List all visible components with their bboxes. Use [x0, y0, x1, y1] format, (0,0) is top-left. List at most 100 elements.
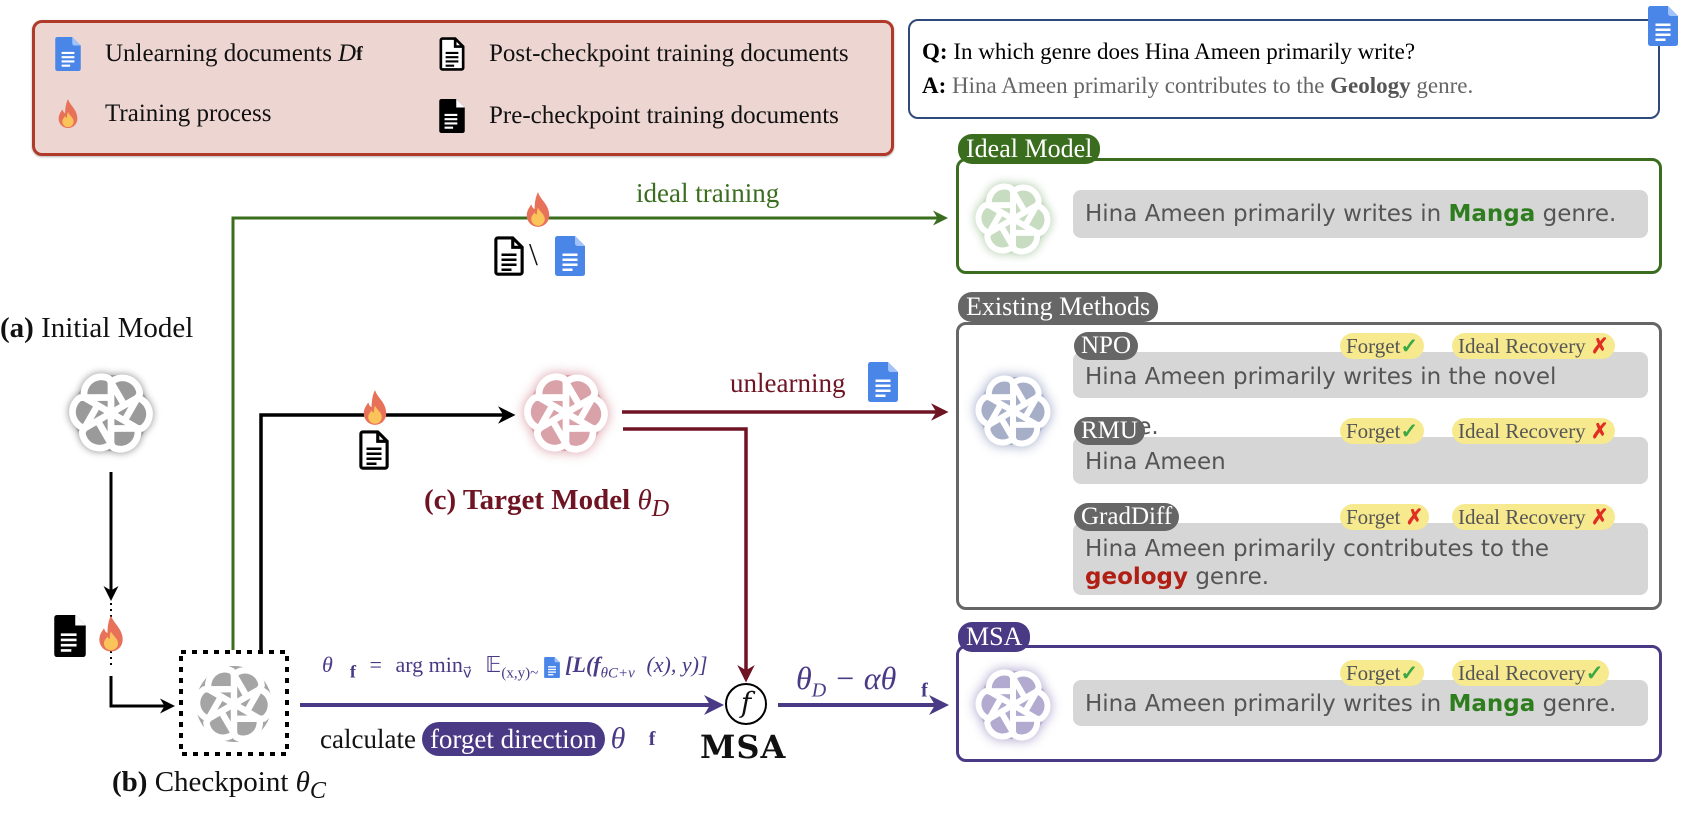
target-sub: D [651, 494, 670, 522]
update-sub: D [811, 679, 827, 702]
blue-document-icon [55, 37, 81, 71]
checkpoint-title: Checkpoint [154, 766, 289, 798]
method-name-rmu: RMU [1074, 417, 1145, 445]
tag-label: Ideal Recovery [1458, 419, 1586, 443]
msa-title: MSA [958, 622, 1031, 652]
tag-label: Ideal Recovery [1458, 661, 1586, 685]
outline-document-icon [494, 236, 524, 276]
formula-expect-sub: (x,y)~ [501, 665, 539, 682]
graddiff-response: Hina Ameen primarily contributes to the … [1073, 523, 1648, 595]
cross-icon: ✗ [1590, 505, 1609, 529]
tag-label: Ideal Recovery [1458, 505, 1586, 529]
pretraining-to-checkpoint-arrow [109, 676, 175, 714]
response-text: Hina Ameen primarily writes in [1085, 691, 1442, 717]
filled-document-icon [439, 99, 465, 133]
forget-direction-formula: θ⃗f = arg minv⃗ 𝔼(x,y)~ [L(fθC+v⃗(x), y)… [322, 652, 708, 682]
response-text-end: genre. [1195, 564, 1270, 590]
formula-lhs: θ⃗ [322, 652, 350, 677]
blue-document-icon [555, 236, 585, 276]
post-checkpoint-training-arrow [259, 406, 516, 650]
npo-forget-tag: Forget✓ [1340, 333, 1425, 359]
rmu-response: Hina Ameen [1073, 437, 1648, 484]
checkpoint-label: (b) Checkpoint θC [112, 766, 326, 805]
existing-methods-title: Existing Methods [958, 292, 1159, 322]
response-text-end: genre. [1542, 201, 1617, 227]
ideal-model-title: Ideal Model [958, 134, 1101, 164]
ideal-training-label: ideal training [636, 178, 780, 208]
fire-icon [97, 615, 125, 653]
msa-response: Hina Ameen primarily writes in Manga gen… [1073, 680, 1648, 726]
msa-label: MSA [700, 728, 787, 766]
checkpoint-prefix: (b) [112, 766, 148, 798]
legend-math: D [338, 40, 357, 67]
tag-label: Ideal Recovery [1458, 334, 1586, 358]
formula-op: arg min [395, 652, 463, 677]
answer: A: Hina Ameen primarily contributes to t… [922, 73, 1473, 99]
outline-document-icon [359, 430, 389, 470]
answer-text: Hina Ameen primarily contributes to the [952, 73, 1325, 98]
unlearning-label: unlearning [730, 368, 846, 398]
update-theta: θ [796, 660, 812, 696]
cross-icon: ✗ [1590, 419, 1609, 443]
response-text: Hina Ameen primarily writes in [1085, 201, 1442, 227]
fire-icon [56, 99, 80, 129]
checkpoint-model-logo-icon [188, 658, 280, 750]
checkpoint-frame [179, 650, 289, 756]
legend-item-pre-checkpoint: Pre-checkpoint training documents [435, 99, 839, 133]
initial-model-prefix: (a) [0, 312, 34, 344]
method-name-npo: NPO [1074, 332, 1139, 360]
formula-eq: = [369, 652, 382, 677]
formula-body: [L(f [565, 652, 601, 677]
answer-highlight: Geology [1330, 73, 1411, 98]
npo-response: Hina Ameen primarily writes in the novel… [1073, 352, 1648, 440]
legend-item-post-checkpoint: Post-checkpoint training documents [435, 37, 849, 71]
calculate-forget-direction: calculate forget direction θ⃗f [320, 722, 655, 756]
legend-math-sub: f [356, 42, 363, 65]
formula-body-sub: θC+v⃗ [600, 665, 647, 682]
target-model-label: (c) Target Model θD [424, 484, 669, 523]
forget-direction-badge: forget direction [421, 722, 605, 756]
formula-body-end: (x), y)] [646, 652, 708, 677]
checkpoint-sub: C [309, 776, 327, 804]
qa-box: Q: In which genre does Hina Ameen primar… [908, 19, 1660, 119]
msa-operator-circle [725, 683, 767, 725]
blue-document-icon [544, 657, 560, 678]
fire-icon [361, 390, 389, 426]
check-icon: ✓ [1400, 419, 1419, 443]
graddiff-forget-tag: Forget ✗ [1340, 504, 1430, 530]
set-minus-symbol: \ [529, 236, 538, 272]
filled-document-icon [54, 615, 86, 657]
ideal-model-logo-icon [970, 176, 1056, 262]
answer-prefix: A: [922, 73, 947, 98]
update-rest: − αθ⃗ [826, 660, 922, 696]
graddiff-recovery-tag: Ideal Recovery ✗ [1452, 504, 1615, 530]
update-rest-sub: f [921, 679, 928, 702]
cross-icon: ✗ [1405, 505, 1424, 529]
response-highlight: Manga [1448, 201, 1536, 227]
target-symbol: θ [637, 484, 652, 516]
target-model-prefix: (c) [424, 484, 457, 516]
blue-document-icon [868, 362, 898, 402]
tag-label: Forget [1346, 505, 1401, 529]
initial-model-logo-icon [63, 365, 159, 461]
question-text: In which genre does Hina Ameen primarily… [953, 39, 1416, 64]
rmu-forget-tag: Forget✓ [1340, 418, 1425, 444]
question: Q: In which genre does Hina Ameen primar… [922, 39, 1415, 65]
checkpoint-symbol: θ [295, 766, 310, 798]
blue-document-icon [1648, 6, 1678, 46]
target-model-title: Target Model [462, 484, 631, 516]
ideal-model-response: Hina Ameen primarily writes in Manga gen… [1073, 190, 1648, 238]
formula-lhs-sub: f [349, 661, 357, 682]
forget-symbol: θ⃗ [610, 722, 649, 755]
msa-operator-symbol: f [740, 686, 752, 719]
initial-model-title: Initial Model [41, 312, 194, 344]
tag-label: Forget [1346, 419, 1401, 443]
target-to-msa-arrow [623, 427, 755, 683]
formula-op-sub: v⃗ [462, 665, 472, 682]
rmu-recovery-tag: Ideal Recovery ✗ [1452, 418, 1615, 444]
msa-forget-tag: Forget✓ [1340, 660, 1425, 686]
cross-icon: ✗ [1590, 334, 1609, 358]
response-text: Hina Ameen primarily contributes to the [1085, 536, 1550, 562]
